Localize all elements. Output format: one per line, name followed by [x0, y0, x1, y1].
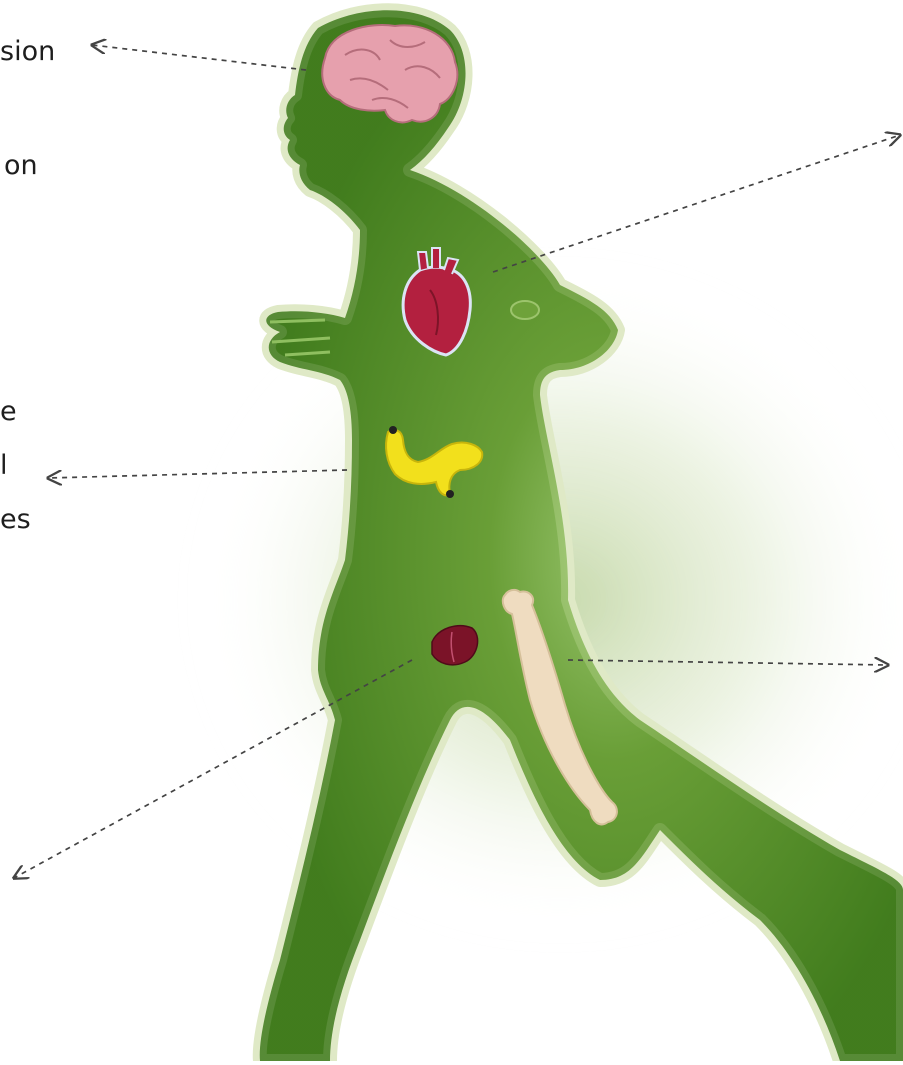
label-fragment-4: l: [0, 452, 8, 479]
brain-arrow: [92, 45, 306, 70]
heart-arrow: [493, 135, 900, 272]
label-fragment-3: e: [0, 398, 17, 425]
label-fragment-5: es: [0, 506, 31, 533]
label-fragment-2: on: [4, 152, 38, 179]
brain-label-fragment: sion: [0, 38, 55, 65]
elbow-detail: [511, 301, 539, 319]
